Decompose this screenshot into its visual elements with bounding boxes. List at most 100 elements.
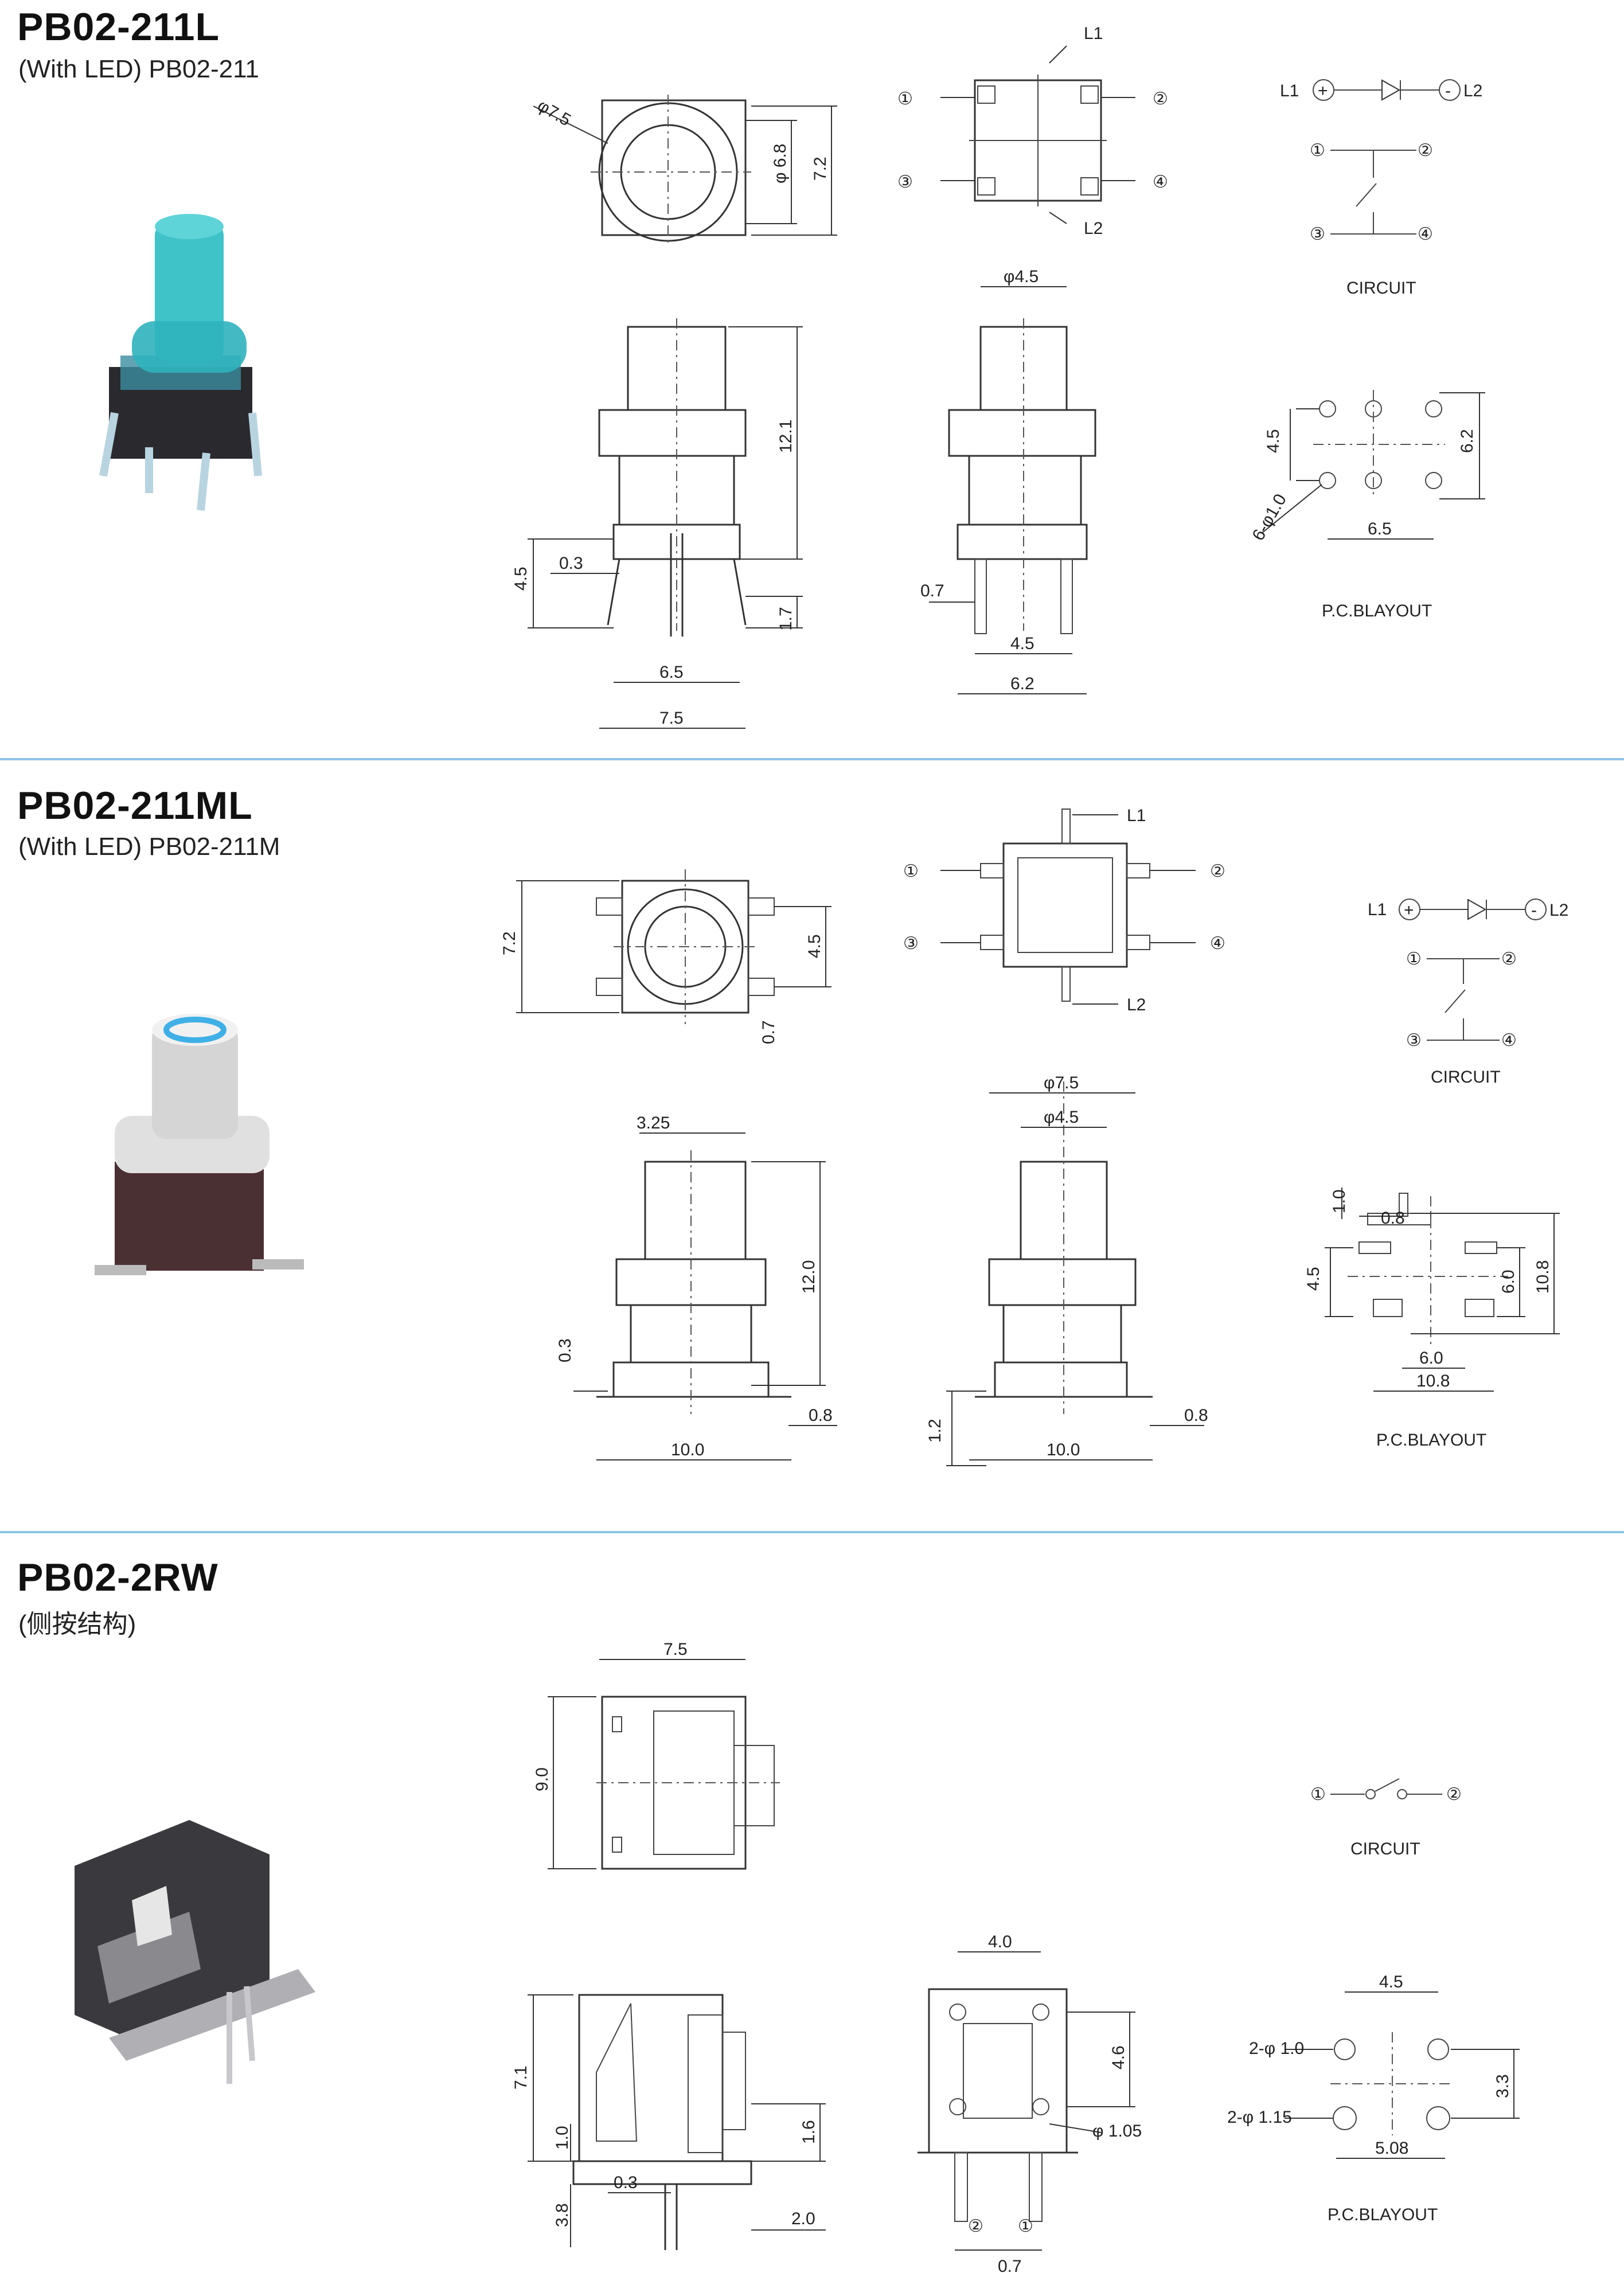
svg-text:6.5: 6.5 bbox=[659, 663, 684, 682]
section-title: PB02-2RW bbox=[17, 1556, 218, 1599]
drawing-pb02-2rw: 7.5 9.0 ① ② CIRCUIT bbox=[75, 1640, 1520, 2273]
product-photo bbox=[75, 1820, 315, 2084]
pcb-label: P.C.BLAYOUT bbox=[1322, 602, 1432, 620]
svg-text:L1: L1 bbox=[1280, 81, 1299, 100]
svg-text:6-φ1.0: 6-φ1.0 bbox=[1248, 491, 1290, 544]
pcb-layout: 4.5 3.3 5.08 2-φ 1.0 2-φ 1.15 P.C.BLAYOU… bbox=[1227, 1973, 1520, 2224]
svg-text:0.3: 0.3 bbox=[559, 554, 583, 573]
svg-text:3.3: 3.3 bbox=[1493, 2074, 1512, 2098]
svg-text:3.25: 3.25 bbox=[637, 1114, 670, 1132]
svg-text:0.7: 0.7 bbox=[998, 2257, 1022, 2273]
front-view: φ4.5 0.7 4.5 6.2 bbox=[920, 267, 1096, 694]
section-divider bbox=[0, 1531, 1624, 1533]
svg-text:②: ② bbox=[1446, 1785, 1462, 1804]
section-title: PB02-211L bbox=[17, 5, 220, 49]
svg-text:0.8: 0.8 bbox=[1381, 1209, 1405, 1228]
svg-text:1.0: 1.0 bbox=[1330, 1189, 1349, 1213]
svg-text:4.5: 4.5 bbox=[1379, 1973, 1403, 1991]
section-title: PB02-211ML bbox=[17, 784, 253, 827]
pcb-label: P.C.BLAYOUT bbox=[1328, 2205, 1438, 2224]
svg-text:③: ③ bbox=[1310, 225, 1325, 244]
svg-text:7.2: 7.2 bbox=[811, 157, 830, 181]
svg-text:0.8: 0.8 bbox=[1184, 1406, 1208, 1425]
svg-text:0.8: 0.8 bbox=[809, 1406, 833, 1425]
svg-text:②: ② bbox=[1153, 89, 1168, 108]
svg-text:φ4.5: φ4.5 bbox=[1004, 267, 1039, 286]
section-pb02-211ml: PB02-211ML (With LED) PB02-211M bbox=[0, 760, 1624, 1530]
svg-text:③: ③ bbox=[1406, 1031, 1422, 1050]
svg-text:0.7: 0.7 bbox=[759, 1020, 778, 1044]
svg-text:①: ① bbox=[903, 862, 919, 881]
svg-text:0.7: 0.7 bbox=[920, 581, 944, 600]
top-view: 7.5 9.0 bbox=[533, 1640, 780, 1870]
circuit-label: CIRCUIT bbox=[1346, 279, 1416, 298]
pin-view: ① ② ③ ④ L1 L2 bbox=[903, 806, 1225, 1014]
svg-text:1.7: 1.7 bbox=[776, 607, 795, 631]
product-photo bbox=[95, 1014, 304, 1275]
circuit-label: CIRCUIT bbox=[1431, 1068, 1501, 1087]
svg-text:4.5: 4.5 bbox=[805, 934, 824, 958]
svg-text:③: ③ bbox=[903, 934, 919, 953]
svg-text:③: ③ bbox=[897, 173, 913, 192]
front-view: 4.0 4.6 φ 1.05 ② ① 0.7 bbox=[918, 1932, 1142, 2273]
side-view: 12.1 4.5 0.3 1.7 6.5 7.5 bbox=[512, 318, 803, 729]
svg-text:7.2: 7.2 bbox=[500, 931, 519, 955]
svg-text:7.1: 7.1 bbox=[512, 2065, 530, 2090]
svg-text:4.5: 4.5 bbox=[1010, 634, 1034, 653]
side-view: 3.25 12.0 0.3 0.8 10.0 bbox=[556, 1114, 837, 1460]
svg-text:4.5: 4.5 bbox=[1304, 1267, 1323, 1291]
circuit-diagram: L1 + - L2 ① ② ③ ④ CIRCUIT bbox=[1368, 899, 1568, 1087]
circuit-label: CIRCUIT bbox=[1350, 1840, 1420, 1858]
section-divider bbox=[0, 758, 1624, 760]
svg-text:4.6: 4.6 bbox=[1109, 2045, 1128, 2069]
section-subtitle: (With LED) PB02-211M bbox=[18, 833, 280, 861]
side-view: 7.1 1.0 1.6 3.8 0.3 2.0 bbox=[512, 1994, 826, 2250]
svg-text:L2: L2 bbox=[1463, 81, 1482, 100]
svg-text:1.2: 1.2 bbox=[926, 1419, 944, 1443]
svg-text:②: ② bbox=[968, 2217, 983, 2236]
drawing-pb02-211ml: 7.2 4.5 0.7 ① ② ③ ④ L1 L2 bbox=[95, 806, 1568, 1466]
svg-text:φ 6.8: φ 6.8 bbox=[771, 144, 790, 184]
svg-text:10.0: 10.0 bbox=[671, 1440, 704, 1459]
svg-text:12.1: 12.1 bbox=[776, 420, 795, 453]
svg-text:④: ④ bbox=[1210, 934, 1225, 953]
svg-text:φ7.5: φ7.5 bbox=[534, 96, 574, 130]
pcb-layout: 1.0 0.8 4.5 6.0 10.8 6.0 10.8 P.C.BLAYOU… bbox=[1304, 1188, 1560, 1450]
svg-text:4.0: 4.0 bbox=[988, 1932, 1012, 1951]
section-pb02-2rw: PB02-2RW (侧按结构) 7.5 9.0 bbox=[0, 1533, 1624, 2273]
svg-text:L2: L2 bbox=[1084, 219, 1103, 238]
svg-text:7.5: 7.5 bbox=[659, 709, 684, 728]
svg-text:0.3: 0.3 bbox=[614, 2173, 638, 2192]
product-photo bbox=[99, 214, 262, 511]
svg-text:2-φ 1.15: 2-φ 1.15 bbox=[1227, 2108, 1292, 2127]
svg-text:4.5: 4.5 bbox=[1264, 429, 1283, 453]
section-pb02-211l: PB02-211L (With LED) PB02-211 bbox=[0, 0, 1624, 757]
svg-text:12.0: 12.0 bbox=[799, 1260, 818, 1294]
pin-view: ① ② ③ ④ L1 L2 bbox=[897, 24, 1168, 238]
svg-text:2.0: 2.0 bbox=[791, 2209, 815, 2228]
svg-text:①: ① bbox=[1406, 950, 1422, 968]
svg-text:φ7.5: φ7.5 bbox=[1044, 1073, 1079, 1092]
front-view: φ7.5 φ4.5 1.2 0.8 10.0 bbox=[926, 1073, 1208, 1466]
svg-text:+: + bbox=[1404, 901, 1414, 920]
svg-text:④: ④ bbox=[1153, 173, 1168, 192]
svg-text:②: ② bbox=[1418, 141, 1433, 160]
pcb-label: P.C.BLAYOUT bbox=[1376, 1431, 1486, 1450]
drawing-pb02-211l: φ7.5 φ 6.8 7.2 ① ② ③ ④ L1 L2 bbox=[99, 24, 1485, 729]
svg-text:1.6: 1.6 bbox=[799, 2120, 818, 2144]
svg-text:9.0: 9.0 bbox=[533, 1767, 552, 1791]
svg-text:L1: L1 bbox=[1084, 24, 1103, 43]
svg-text:L2: L2 bbox=[1549, 901, 1568, 920]
svg-text:L1: L1 bbox=[1368, 900, 1387, 919]
svg-text:6.0: 6.0 bbox=[1419, 1349, 1443, 1368]
svg-text:④: ④ bbox=[1418, 225, 1433, 244]
svg-text:+: + bbox=[1318, 81, 1328, 100]
svg-text:6.2: 6.2 bbox=[1010, 674, 1034, 693]
top-view: 7.2 4.5 0.7 bbox=[500, 869, 831, 1044]
svg-text:L2: L2 bbox=[1127, 995, 1146, 1014]
top-view: φ7.5 φ 6.8 7.2 bbox=[533, 95, 837, 247]
svg-text:10.0: 10.0 bbox=[1047, 1440, 1080, 1459]
svg-text:①: ① bbox=[1018, 2217, 1033, 2236]
svg-text:0.3: 0.3 bbox=[556, 1338, 575, 1362]
svg-text:4.5: 4.5 bbox=[512, 567, 530, 591]
